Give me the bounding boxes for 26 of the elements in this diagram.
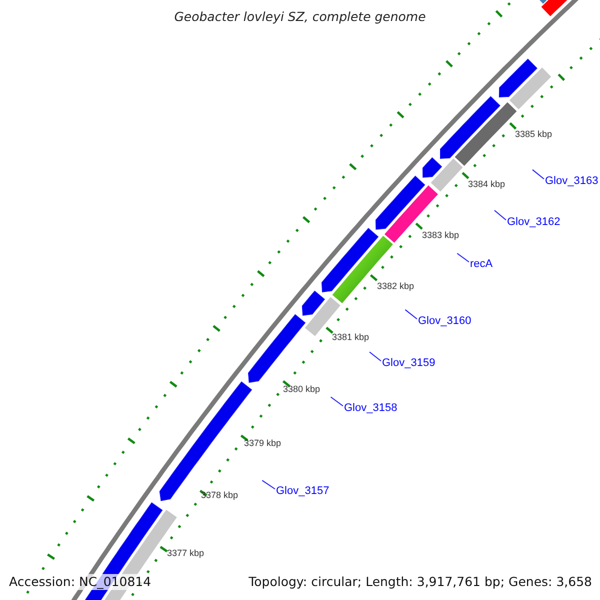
gene-label: Glov_3162 (507, 215, 560, 229)
leader-line (532, 169, 544, 180)
gene-label: Glov_3158 (344, 401, 398, 415)
position-label: 3382 kbp (377, 281, 414, 292)
diagram-title: Geobacter lovleyi SZ, complete genome (173, 9, 427, 25)
leader-line (456, 252, 470, 262)
leader-line (494, 210, 506, 220)
position-label: 3384 kbp (468, 179, 506, 190)
gene-label: Glov_3159 (382, 356, 436, 370)
position-label: 3377 kbp (167, 548, 204, 559)
gene-label: Glov_3160 (418, 314, 472, 328)
position-label: 3385 kbp (515, 129, 552, 140)
position-label: 3381 kbp (332, 332, 370, 343)
gene-label: recA (470, 257, 493, 271)
gene-label: Glov_3157 (276, 484, 330, 498)
position-label: 3379 kbp (244, 438, 282, 449)
position-label: 3380 kbp (283, 384, 320, 395)
accession-text: Accession: NC_010814 (9, 574, 152, 590)
leader-line (404, 309, 418, 320)
leader-line (330, 396, 344, 406)
leader-line (369, 352, 382, 362)
genome-info-text: Topology: circular; Length: 3,917,761 bp; Genes: 3,658 (248, 574, 592, 590)
position-label: 3383 kbp (422, 230, 460, 241)
gene-label: Glov_3163 (545, 174, 598, 188)
position-label: 3378 kbp (201, 490, 238, 501)
leader-line (262, 480, 276, 490)
